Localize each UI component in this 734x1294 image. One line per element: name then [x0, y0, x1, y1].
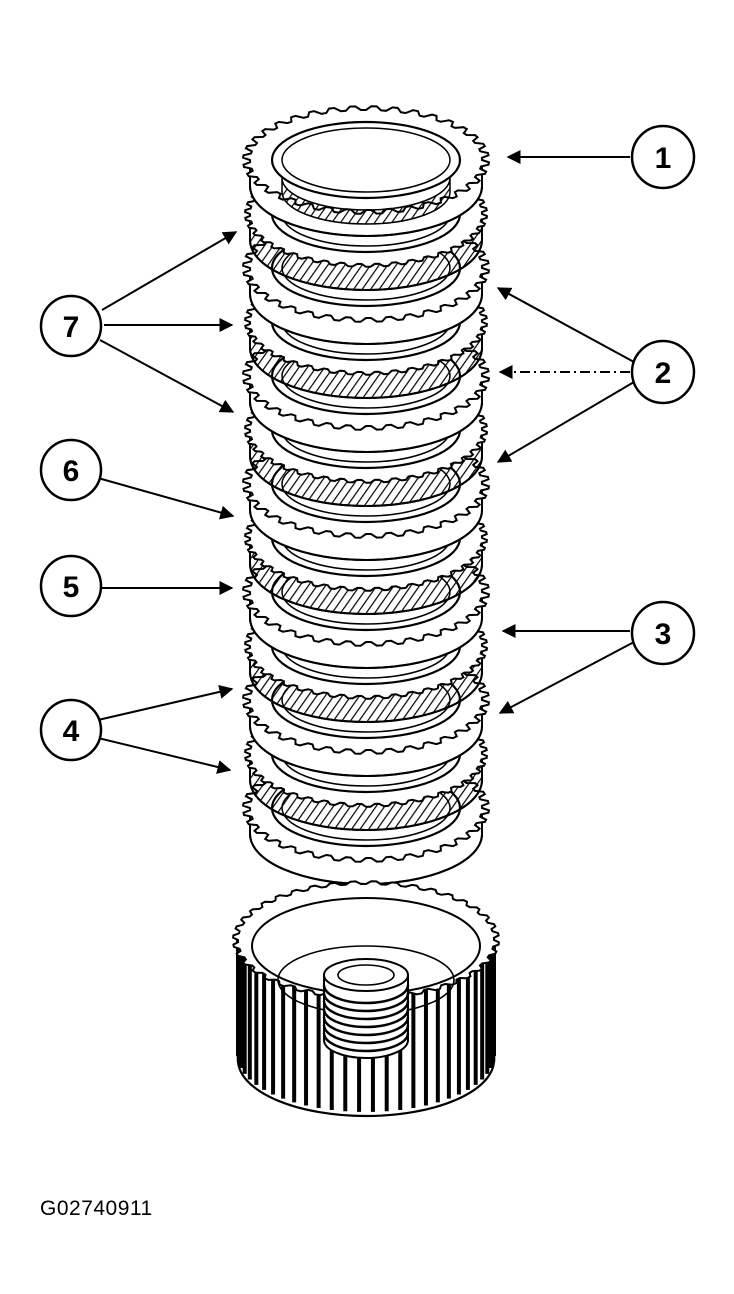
svg-text:6: 6	[63, 455, 80, 488]
svg-text:1: 1	[655, 142, 672, 175]
leader-lines	[97, 150, 635, 774]
callout-1: 1	[630, 124, 696, 190]
callout-2: 2	[630, 339, 696, 405]
leader-4b	[97, 737, 232, 774]
leader-6	[97, 477, 235, 520]
svg-text:7: 7	[63, 311, 80, 344]
clutch-disc	[241, 105, 491, 237]
leader-2c	[496, 381, 635, 463]
leader-3b	[498, 641, 635, 714]
callout-4: 4	[39, 698, 103, 762]
callout-3: 3	[630, 600, 696, 666]
svg-text:3: 3	[655, 618, 672, 651]
clutch-disc-stack	[241, 105, 491, 885]
callout-7: 7	[39, 294, 103, 358]
leader-7c	[99, 339, 235, 413]
leader-4a	[97, 685, 234, 721]
clutch-drum	[232, 880, 500, 1118]
leader-2a	[496, 287, 635, 363]
callout-5: 5	[39, 554, 103, 618]
svg-text:5: 5	[63, 571, 80, 604]
svg-text:2: 2	[655, 357, 672, 390]
figure-id-label: G02740911	[40, 1197, 153, 1220]
top-disc-inner	[281, 177, 451, 225]
leader-7a	[101, 231, 238, 311]
svg-text:4: 4	[63, 715, 80, 748]
callout-6: 6	[39, 438, 103, 502]
